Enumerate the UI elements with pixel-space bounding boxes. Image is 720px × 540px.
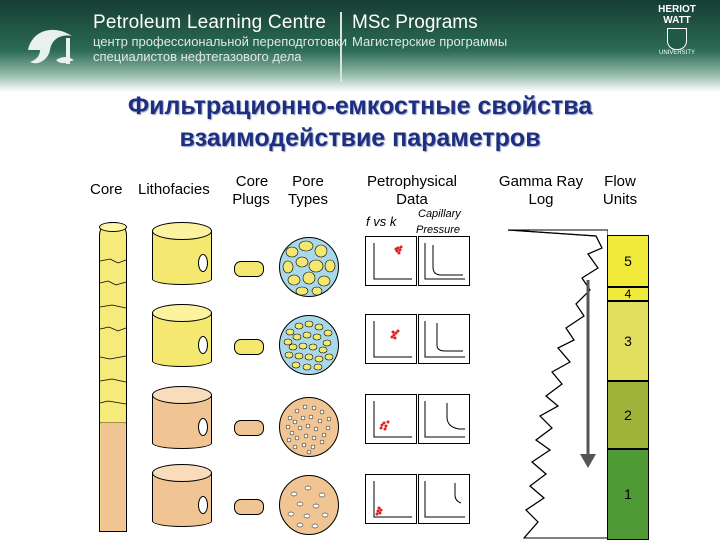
gamma-ray-log <box>507 229 608 539</box>
flow-unit-1: 1 <box>607 449 649 540</box>
pore-type-3 <box>279 397 339 457</box>
phi-k-label: f vs k <box>366 214 397 229</box>
lithofacies-cylinder-3 <box>152 386 212 449</box>
logo-line-2: WATT <box>663 15 691 26</box>
core-plug-3 <box>234 420 264 436</box>
slide-title-line-2: взаимодействие параметров <box>179 124 541 152</box>
header-flow-1: Flow <box>604 173 636 190</box>
header-petro-1: Petrophysical <box>366 173 458 190</box>
header-divider <box>340 12 342 82</box>
slide-title-line-1: Фильтрационно-емкостные свойства <box>127 92 593 120</box>
lithofacies-cylinder-4 <box>152 464 212 527</box>
header-core-plugs-2: Plugs <box>232 191 270 208</box>
pore-type-1 <box>279 237 339 297</box>
pore-grains-1 <box>282 240 336 296</box>
flow-unit-3: 3 <box>607 301 649 381</box>
lithofacies-cylinder-2 <box>152 304 212 367</box>
logo-line-3: UNIVERSITY <box>658 50 695 56</box>
brand-title: Petroleum Learning Centre <box>93 12 327 33</box>
down-arrow-icon <box>580 454 596 468</box>
flow-unit-4-label: 4 <box>624 287 632 301</box>
flow-unit-2-label: 2 <box>624 407 632 423</box>
brand-block: Petroleum Learning Centre центр професси… <box>93 12 347 64</box>
capillary-label-1: Capillary <box>418 208 461 220</box>
flow-unit-1-label: 1 <box>624 486 632 502</box>
phi-k-plot-4 <box>365 474 417 524</box>
crest-icon <box>667 28 687 50</box>
flow-unit-4: 4 <box>607 287 649 301</box>
capillary-plot-1 <box>418 236 470 286</box>
header-lithofacies: Lithofacies <box>138 181 210 198</box>
header-gamma-1: Gamma Ray <box>498 173 584 190</box>
core-column-top <box>99 222 127 232</box>
program-subtitle: Магистерские программы <box>352 34 508 49</box>
header-core: Core <box>90 181 123 198</box>
phi-k-plot-1 <box>365 236 417 286</box>
pore-grains-2 <box>283 320 334 371</box>
flow-unit-2: 2 <box>607 381 649 449</box>
core-plug-4 <box>234 499 264 515</box>
pore-grains-3 <box>285 404 332 455</box>
header-pore-2: Types <box>287 191 329 208</box>
lithofacies-cylinder-1 <box>152 222 212 285</box>
capillary-plot-4 <box>418 474 470 524</box>
heriot-watt-logo: HERIOT WATT UNIVERSITY <box>646 4 708 56</box>
phi-k-plot-3 <box>365 394 417 444</box>
core-column <box>99 222 127 532</box>
capillary-plot-2 <box>418 314 470 364</box>
capillary-label-2: Pressure <box>416 224 461 236</box>
core-plug-1 <box>234 261 264 277</box>
logo-line-1: HERIOT <box>658 4 696 15</box>
brand-subtitle-1: центр профессиональной переподготовки <box>93 34 348 49</box>
pore-type-4 <box>279 475 339 535</box>
header-gamma-2: Log <box>528 191 554 208</box>
pore-grains-4 <box>287 485 329 529</box>
header-core-plugs-1: Core <box>235 173 269 190</box>
core-plug-2 <box>234 339 264 355</box>
header-banner: Petroleum Learning Centre центр професси… <box>0 0 720 92</box>
program-block: MSc Programs Магистерские программы <box>352 12 507 49</box>
flow-unit-3-label: 3 <box>624 333 632 349</box>
program-title: MSc Programs <box>352 12 478 33</box>
plc-logo-icon <box>28 29 74 64</box>
pore-type-2 <box>279 315 339 375</box>
header-pore-1: Pore <box>292 173 324 190</box>
core-bedding-lines <box>100 258 126 531</box>
capillary-plot-3 <box>418 394 470 444</box>
flow-unit-5: 5 <box>607 235 649 287</box>
flow-unit-5-label: 5 <box>624 253 632 269</box>
header-petro-2: Data <box>396 191 428 208</box>
phi-k-plot-2 <box>365 314 417 364</box>
header-flow-2: Units <box>602 191 638 208</box>
brand-subtitle-2: специалистов нефтегазового дела <box>93 49 302 64</box>
